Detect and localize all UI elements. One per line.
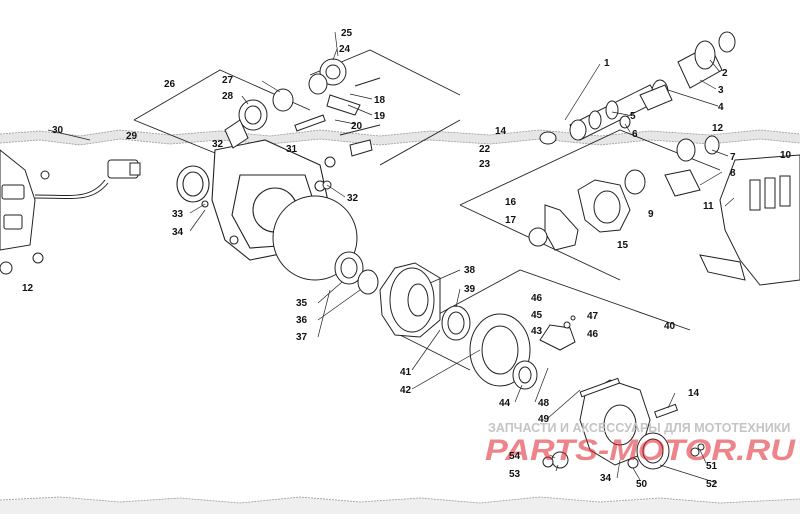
callout-labels: 1 2 3 4 5 6 7 8 9 10 11 12 12 14 14 15 1… [22,28,792,490]
callout-3: 3 [718,85,724,96]
callout-19: 19 [374,111,386,122]
callout-18: 18 [374,95,386,106]
callout-14-bottom: 14 [688,388,700,399]
callout-40: 40 [664,321,676,332]
callout-51: 51 [706,461,718,472]
callout-24: 24 [339,44,351,55]
callout-33: 33 [172,209,184,220]
callout-8: 8 [730,168,736,179]
callout-26: 26 [164,79,176,90]
callout-34-left: 34 [172,227,184,238]
callout-17: 17 [505,215,517,226]
callout-47: 47 [587,311,599,322]
callout-32-right: 32 [347,193,359,204]
callout-39: 39 [464,284,476,295]
torn-paper-band-bottom [0,496,800,514]
input-shaft-assembly [224,58,381,190]
callout-46-right: 46 [587,329,599,340]
left-housing [0,149,141,275]
callout-20: 20 [351,121,363,132]
callout-52: 52 [706,479,718,490]
callout-5: 5 [630,111,636,122]
callout-30: 30 [52,125,64,136]
watermark: ЗАПЧАСТИ И АКСЕССУАРЫ ДЛЯ МОТОТЕХНИКИ PA… [485,421,797,467]
callout-34-bottom: 34 [600,473,612,484]
callout-44: 44 [499,398,511,409]
callout-37: 37 [296,332,308,343]
callout-15: 15 [617,240,629,251]
ring-gear-assembly [272,195,538,390]
watermark-brand: PARTS-MOTOR.RU [485,434,797,467]
callout-28: 28 [222,91,234,102]
callout-46-top: 46 [531,293,543,304]
callout-48: 48 [538,398,550,409]
callout-23: 23 [479,159,491,170]
callout-4: 4 [718,102,724,113]
callout-12-right: 12 [712,123,724,134]
callout-45: 45 [531,310,543,321]
callout-38: 38 [464,265,476,276]
callout-54: 54 [509,451,521,462]
watermark-tagline: ЗАПЧАСТИ И АКСЕССУАРЫ ДЛЯ МОТОТЕХНИКИ [488,421,790,435]
callout-22: 22 [479,144,491,155]
callout-36: 36 [296,315,308,326]
callout-50: 50 [636,479,648,490]
drive-shaft-group [539,31,736,145]
callout-14-top: 14 [495,126,507,137]
leader-lines [47,31,735,484]
callout-10: 10 [780,150,792,161]
torn-paper-band [0,129,800,146]
callout-7: 7 [730,152,736,163]
seal-housing [528,135,746,251]
callout-43: 43 [531,326,543,337]
callout-12-left: 12 [22,283,34,294]
cover-plate [539,315,705,470]
callout-35: 35 [296,298,308,309]
callout-1: 1 [604,58,610,69]
callout-27: 27 [222,75,234,86]
callout-2: 2 [722,68,728,79]
callout-25: 25 [341,28,353,39]
callout-49: 49 [538,414,550,425]
callout-16: 16 [505,197,517,208]
callout-53: 53 [509,469,521,480]
callout-41: 41 [400,367,412,378]
callout-31: 31 [286,144,298,155]
callout-11: 11 [703,201,714,212]
callout-32-left: 32 [212,139,224,150]
callout-6: 6 [632,129,638,140]
callout-42: 42 [400,385,412,396]
right-housing [699,154,800,286]
callout-29: 29 [126,131,138,142]
callout-9: 9 [648,209,654,220]
